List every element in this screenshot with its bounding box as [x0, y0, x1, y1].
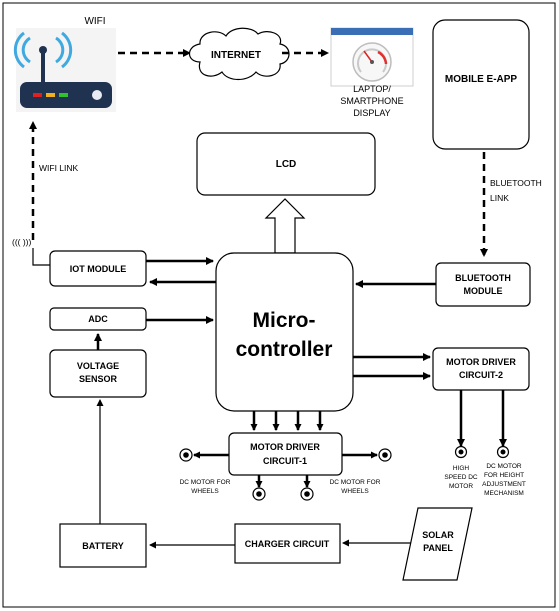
charger-circuit-label: CHARGER CIRCUIT [245, 539, 330, 549]
antenna-symbol: ((( ))) [12, 237, 32, 247]
microcontroller-label-line2: controller [236, 338, 333, 361]
bluetooth-link-label-line2: LINK [490, 193, 509, 203]
laptop-display-screen [330, 27, 414, 87]
lcd-box [196, 132, 376, 196]
high-speed-label-line3: MOTOR [449, 483, 473, 490]
wifi-router-icon [13, 28, 116, 112]
internet-cloud [188, 27, 290, 81]
wheel-motor-bottom-left-icon [252, 487, 266, 501]
height-label-line2: FOR HEIGHT [484, 472, 524, 479]
microcontroller-box [215, 252, 354, 412]
height-label-line3: ADJUSTMENT [482, 481, 526, 488]
voltage-sensor-label-line2: SENSOR [79, 374, 118, 384]
wheels-left-label-line2: WHEELS [191, 488, 219, 495]
bluetooth-module-box [435, 262, 531, 307]
bluetooth-module-label-line1: BLUETOOTH [455, 273, 511, 283]
wheels-right-label-line2: WHEELS [341, 488, 369, 495]
high-speed-label-line2: SPEED DC [444, 474, 478, 481]
iot-module-box [49, 250, 147, 287]
laptop-label-line3: DISPLAY [353, 108, 390, 118]
wifi-label: WIFI [84, 16, 105, 27]
high-speed-label-line1: HIGH [453, 465, 470, 472]
lcd-label: LCD [276, 159, 297, 170]
bluetooth-link-label-line1: BLUETOOTH [490, 178, 542, 188]
laptop-label-line2: SMARTPHONE [340, 96, 403, 106]
height-label-line1: DC MOTOR [486, 463, 522, 470]
high-speed-motor-icon [454, 445, 468, 459]
adc-label: ADC [88, 314, 108, 324]
wheels-left-label-line1: DC MOTOR FOR [180, 479, 231, 486]
wheel-motor-right-icon [378, 448, 392, 462]
laptop-label-line1: LAPTOP/ [353, 84, 391, 94]
wheel-motor-bottom-right-icon [300, 487, 314, 501]
charger-circuit-box [234, 523, 341, 564]
antenna-to-iot-line [32, 248, 50, 266]
solar-panel-shape [402, 507, 473, 581]
lcd-hollow-arrow [264, 198, 306, 254]
motor-driver-1-label-line2: CIRCUIT-1 [263, 456, 307, 466]
internet-label: INTERNET [211, 50, 261, 61]
mobile-app-label: MOBILE E-APP [445, 74, 518, 85]
bluetooth-module-label-line2: MODULE [464, 286, 503, 296]
motor-driver-1-label-line1: MOTOR DRIVER [250, 442, 320, 452]
voltage-sensor-label-line1: VOLTAGE [77, 361, 119, 371]
battery-label: BATTERY [82, 541, 124, 551]
iot-module-label: IOT MODULE [70, 264, 127, 274]
wheel-motor-left-icon [179, 448, 193, 462]
motor-driver-1-box [228, 432, 343, 476]
wheels-right-label-line1: DC MOTOR FOR [330, 479, 381, 486]
motor-driver-2-label-line2: CIRCUIT-2 [459, 370, 503, 380]
wifi-link-label: WIFI LINK [39, 163, 79, 173]
solar-panel-label-line2: PANEL [423, 543, 453, 553]
motor-driver-2-label-line1: MOTOR DRIVER [446, 357, 516, 367]
height-label-line4: MECHANISM [484, 490, 524, 497]
solar-panel-label-line1: SOLAR [422, 530, 454, 540]
battery-box [59, 523, 147, 568]
height-motor-icon [496, 445, 510, 459]
motor-driver-2-box [432, 347, 530, 391]
mobile-app-box [432, 19, 530, 150]
microcontroller-label-line1: Micro- [253, 309, 316, 332]
